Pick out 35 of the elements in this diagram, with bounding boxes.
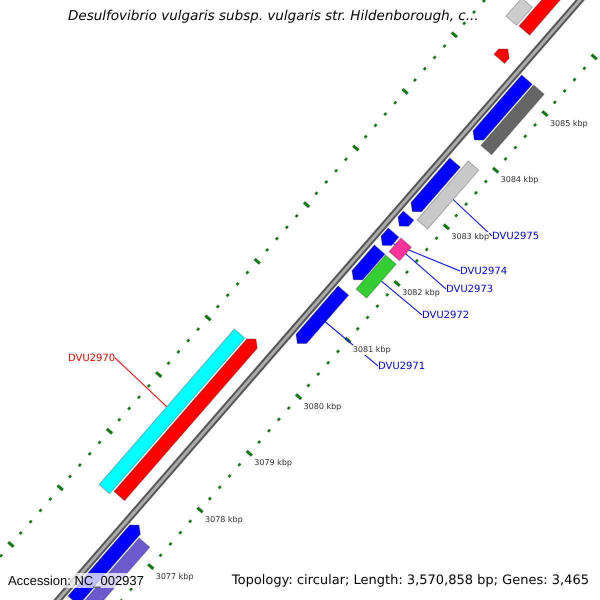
gene-block (506, 0, 533, 26)
gene-feature (296, 286, 348, 344)
gene-label: DVU2972 (422, 310, 470, 322)
gene-block (416, 160, 479, 229)
gene-block (389, 238, 412, 261)
gene-feature (381, 228, 399, 246)
tick-label: 3085 kbp (550, 118, 588, 129)
gene-label: DVU2975 (492, 231, 540, 243)
tick-label: 3081 kbp (352, 345, 391, 356)
gene-label: DVU2973 (446, 284, 494, 296)
map-title: Desulfovibrio vulgaris subsp. vulgaris str. Hildenborough, c... (68, 8, 479, 24)
tick-label: 3080 kbp (304, 402, 342, 412)
tick-label: 3079 kbp (254, 458, 292, 468)
gene-label: DVU2971 (378, 361, 426, 373)
tick-label: 3078 kbp (205, 514, 243, 525)
gene-feature (519, 0, 562, 36)
accession-text: Accession: NC_002937 (6, 573, 146, 588)
gene-label: DVU2974 (460, 266, 508, 278)
leader-line (452, 198, 492, 236)
gene-feature (473, 74, 532, 140)
tick-label: 3084 kbp (500, 175, 538, 186)
gene-block (481, 85, 544, 155)
gene-block (356, 255, 396, 298)
leader-line (405, 253, 446, 290)
leader-line (392, 243, 460, 272)
tick-label: 3083 kbp (451, 232, 490, 242)
gene-feature (352, 244, 384, 280)
gene-feature (398, 210, 414, 226)
gene-feature (410, 158, 460, 212)
leader-line (114, 358, 168, 408)
gene-label: DVU2970 (68, 353, 116, 365)
tick-label: 3082 kbp (402, 288, 440, 298)
gene-feature (494, 49, 510, 64)
leader-line (381, 280, 422, 316)
tick-label: 3077 kbp (156, 572, 194, 582)
